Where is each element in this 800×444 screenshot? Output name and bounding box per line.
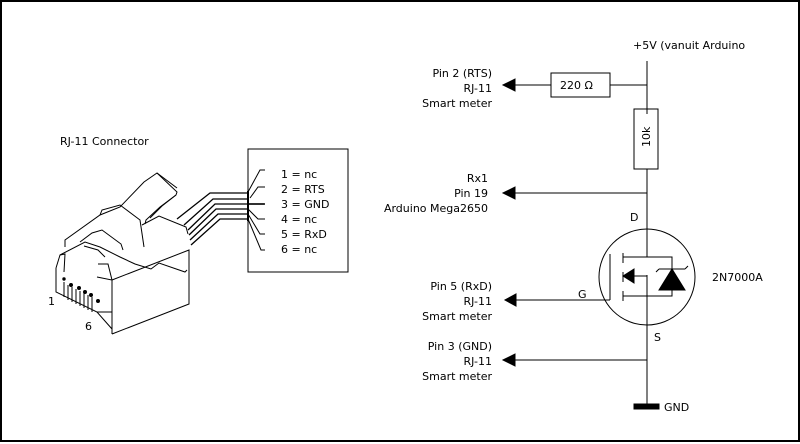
ground-label: GND (664, 401, 690, 414)
transistor-part-label: 2N7000A (712, 271, 763, 284)
terminal-rx1-line3: Arduino Mega2650 (383, 202, 488, 215)
terminal-gnd-line1: Pin 3 (GND) (427, 340, 492, 353)
pin-6-marker: 6 (85, 320, 92, 333)
resistor-10k-label: 10k (640, 126, 653, 147)
resistor-220-label: 220 Ω (560, 79, 593, 92)
terminal-gnd: Pin 3 (GND) RJ-11 Smart meter (422, 339, 492, 384)
connector-title: RJ-11 Connector (60, 135, 149, 148)
arrow-gnd (501, 353, 516, 367)
gate-label: G (578, 288, 587, 301)
pinout-1: 1 = nc (281, 168, 318, 181)
arrow-rts (501, 78, 516, 92)
supply-label: +5V (vanuit Arduino (633, 39, 746, 52)
terminal-rts-line3: Smart meter (422, 97, 492, 110)
terminal-rts: Pin 2 (RTS) RJ-11 Smart meter (422, 66, 492, 111)
resistor-10k-body (633, 108, 659, 170)
arrow-rx1 (501, 186, 516, 200)
pinout-3: 3 = GND (281, 198, 330, 211)
terminal-rxd-line2: RJ-11 (463, 295, 492, 308)
terminal-gnd-line3: Smart meter (422, 370, 492, 383)
pin-1-marker: 1 (48, 295, 55, 308)
source-label: S (654, 331, 661, 344)
pinout-2: 2 = RTS (281, 183, 325, 196)
pinout-6: 6 = nc (281, 243, 318, 256)
terminal-rx1-line1: Rx1 (466, 172, 488, 185)
terminal-rxd-line3: Smart meter (422, 310, 492, 323)
terminal-rts-line1: Pin 2 (RTS) (432, 67, 492, 80)
arrow-rxd (503, 293, 517, 307)
rj11-plug-illustration (55, 172, 264, 335)
pinout-5: 5 = RxD (281, 228, 327, 241)
mosfet-symbol (515, 228, 696, 326)
terminal-rx1-line2: Pin 19 (454, 187, 488, 200)
terminal-rts-line2: RJ-11 (463, 82, 492, 95)
drain-label: D (630, 211, 639, 224)
pinout-box (247, 148, 349, 273)
terminal-rx1: Rx1 Pin 19 Arduino Mega2650 (384, 171, 488, 216)
pinout-4: 4 = nc (281, 213, 318, 226)
ground-symbol (633, 403, 660, 410)
terminal-rxd: Pin 5 (RxD) RJ-11 Smart meter (422, 279, 492, 324)
terminal-rxd-line1: Pin 5 (RxD) (430, 280, 492, 293)
terminal-gnd-line2: RJ-11 (463, 355, 492, 368)
